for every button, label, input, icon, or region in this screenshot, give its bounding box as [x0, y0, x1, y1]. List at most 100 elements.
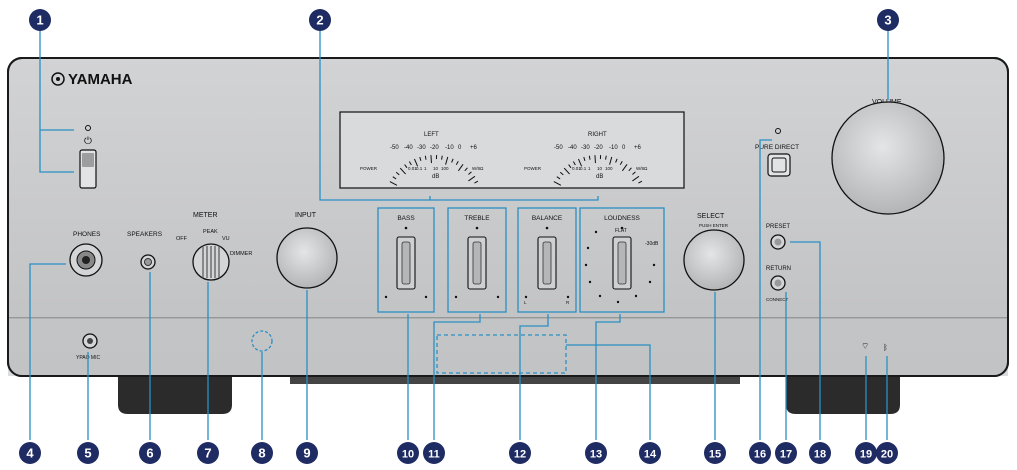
balance-max-dot	[567, 296, 569, 298]
callout-10: 10	[397, 442, 419, 464]
meter-db-tick: -30	[581, 145, 590, 151]
loudness-scale-dot	[653, 264, 655, 266]
callout-15: 15	[704, 442, 726, 464]
svg-text:PURE DIRECT: PURE DIRECT	[755, 144, 799, 151]
svg-text:DIMMER: DIMMER	[230, 251, 252, 257]
callout-4: 4	[19, 442, 41, 464]
callout-number: 15	[709, 449, 721, 461]
callout-number: 3	[884, 13, 891, 28]
meter-power-label: POWER	[360, 166, 378, 171]
svg-text:SELECT: SELECT	[697, 213, 725, 220]
callout-12: 12	[509, 442, 531, 464]
callout-number: 14	[644, 449, 657, 461]
meter-db-tick: -20	[430, 145, 439, 151]
callout-5: 5	[77, 442, 99, 464]
phones-jack[interactable]: PHONES	[70, 231, 102, 276]
callout-number: 17	[780, 449, 792, 461]
feet	[118, 372, 900, 414]
svg-text:PHONES: PHONES	[73, 231, 101, 238]
bass-slider-knob	[402, 242, 410, 284]
loudness-slider-knob	[618, 242, 626, 284]
callout-number: 9	[303, 446, 310, 461]
balance-center-dot	[546, 227, 549, 230]
svg-text:RETURN: RETURN	[766, 266, 791, 272]
callout-number: 13	[590, 449, 602, 461]
svg-text:INPUT: INPUT	[295, 212, 317, 219]
callout-number: 7	[204, 446, 211, 461]
bass-max-dot	[425, 296, 427, 298]
loudness-scale-dot	[587, 247, 589, 249]
bass-label: BASS	[397, 215, 415, 222]
callout-number: 12	[514, 449, 526, 461]
meter-unit: W/8Ω	[636, 166, 648, 171]
svg-text:SPEAKERS: SPEAKERS	[127, 231, 163, 238]
meter-db-tick: -30	[417, 145, 426, 151]
meter-power-tick: 0.1	[416, 166, 423, 171]
callout-6: 6	[139, 442, 161, 464]
loudness-scale-dot	[649, 281, 651, 283]
meter-power-tick: 100	[441, 166, 449, 171]
callout-3: 3	[877, 9, 899, 31]
callout-number: 4	[26, 446, 34, 461]
callout-number: 11	[428, 449, 440, 461]
meter-unit: W/8Ω	[472, 166, 484, 171]
balance-min-dot	[525, 296, 527, 298]
treble-min-dot	[455, 296, 457, 298]
meter-db-tick: -10	[609, 145, 618, 151]
bass-center-dot	[405, 227, 408, 230]
loudness-scale-dot	[635, 295, 637, 297]
callout-number: 20	[881, 449, 893, 461]
svg-text:OFF: OFF	[176, 236, 188, 242]
callout-9: 9	[296, 442, 318, 464]
svg-text:METER: METER	[193, 212, 218, 219]
callout-1: 1	[29, 9, 51, 31]
callout-20: 20	[876, 442, 898, 464]
callout-8: 8	[251, 442, 273, 464]
meter-db-tick: +6	[470, 145, 478, 151]
loudness-scale-dot	[617, 301, 619, 303]
treble-label: TREBLE	[464, 215, 490, 222]
callout-number: 2	[316, 13, 323, 28]
loudness-scale-dot	[585, 264, 587, 266]
meter-db-label: dB	[432, 174, 439, 180]
meter-db-tick: -40	[568, 145, 577, 151]
svg-text:YAMAHA: YAMAHA	[68, 71, 133, 88]
meter-power-label: POWER	[524, 166, 542, 171]
meter-tick	[589, 156, 590, 160]
loudness-scale-dot	[599, 295, 601, 297]
callout-number: 1	[36, 13, 43, 28]
callout-7: 7	[197, 442, 219, 464]
callout-2: 2	[309, 9, 331, 31]
meter-power-tick: 10	[597, 166, 603, 171]
meter-db-tick: -20	[594, 145, 603, 151]
svg-text:VU: VU	[222, 236, 230, 242]
loudness-flat-label: FLAT	[615, 228, 627, 234]
meter-db-tick: -10	[445, 145, 454, 151]
meter-db-tick: -50	[554, 145, 563, 151]
callout-11: 11	[423, 442, 445, 464]
svg-text:CONNECT: CONNECT	[766, 297, 789, 302]
loudness-scale-dot	[595, 231, 597, 233]
svg-text:PRESET: PRESET	[766, 224, 790, 230]
meter-db-tick: -40	[404, 145, 413, 151]
callout-number: 6	[146, 446, 153, 461]
callout-19: 19	[855, 442, 877, 464]
meter-tick	[606, 156, 607, 160]
treble-slider-knob	[473, 242, 481, 284]
pure-direct-button[interactable]	[768, 154, 790, 176]
meter-db-label: dB	[596, 174, 603, 180]
callout-18: 18	[809, 442, 831, 464]
meter-power-tick: 0.1	[580, 166, 587, 171]
meter-channel-label: RIGHT	[588, 132, 607, 138]
callout-number: 16	[754, 449, 766, 461]
wifi-icon: ⌔	[861, 341, 869, 351]
bluetooth-icon: ᛒ	[883, 343, 888, 352]
meter-power-tick: 100	[605, 166, 613, 171]
callout-17: 17	[775, 442, 797, 464]
callout-14: 14	[639, 442, 661, 464]
meter-tick	[442, 156, 443, 160]
power-icon: ⏻	[84, 136, 92, 147]
front-panel	[8, 58, 1008, 376]
